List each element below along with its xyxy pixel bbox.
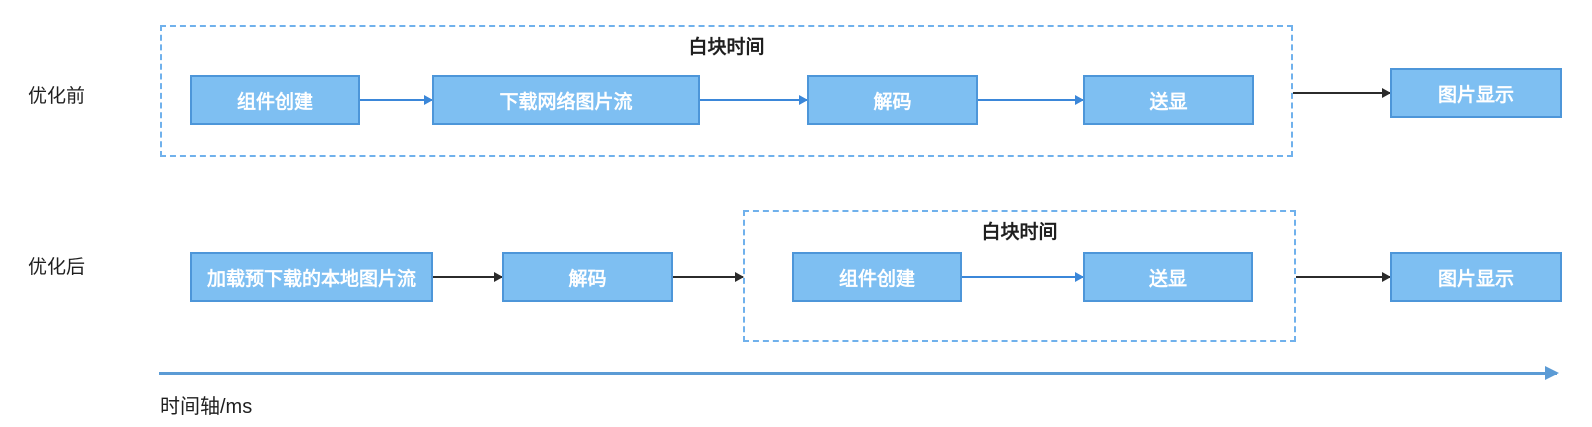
arrow-icon xyxy=(1293,88,1391,98)
timeline-axis-label: 时间轴/ms xyxy=(160,396,253,418)
node-decode-after: 解码 xyxy=(502,252,673,302)
node-image-display-before: 图片显示 xyxy=(1390,68,1562,118)
arrow-icon xyxy=(700,95,808,105)
white-block-title-before: 白块时间 xyxy=(688,37,765,58)
arrow-icon xyxy=(1296,272,1391,282)
node-send-display-after: 送显 xyxy=(1083,252,1253,302)
white-block-frame-after: 白块时间 xyxy=(743,210,1296,342)
node-send-display-before: 送显 xyxy=(1083,75,1254,125)
white-block-title-after: 白块时间 xyxy=(981,222,1058,243)
timeline-axis-arrow-icon xyxy=(159,366,1559,380)
white-block-frame-before: 白块时间 xyxy=(160,25,1293,157)
node-component-create-after: 组件创建 xyxy=(792,252,962,302)
node-image-display-after: 图片显示 xyxy=(1390,252,1562,302)
node-load-local-stream: 加载预下载的本地图片流 xyxy=(190,252,433,302)
node-component-create-before: 组件创建 xyxy=(190,75,360,125)
row-label-after: 优化后 xyxy=(28,257,86,278)
node-decode-before: 解码 xyxy=(807,75,978,125)
arrow-icon xyxy=(962,272,1084,282)
arrow-icon xyxy=(673,272,744,282)
arrow-icon xyxy=(433,272,503,282)
arrow-icon xyxy=(978,95,1084,105)
row-label-before: 优化前 xyxy=(28,86,86,107)
node-download-network-stream: 下载网络图片流 xyxy=(432,75,700,125)
arrow-icon xyxy=(360,95,433,105)
